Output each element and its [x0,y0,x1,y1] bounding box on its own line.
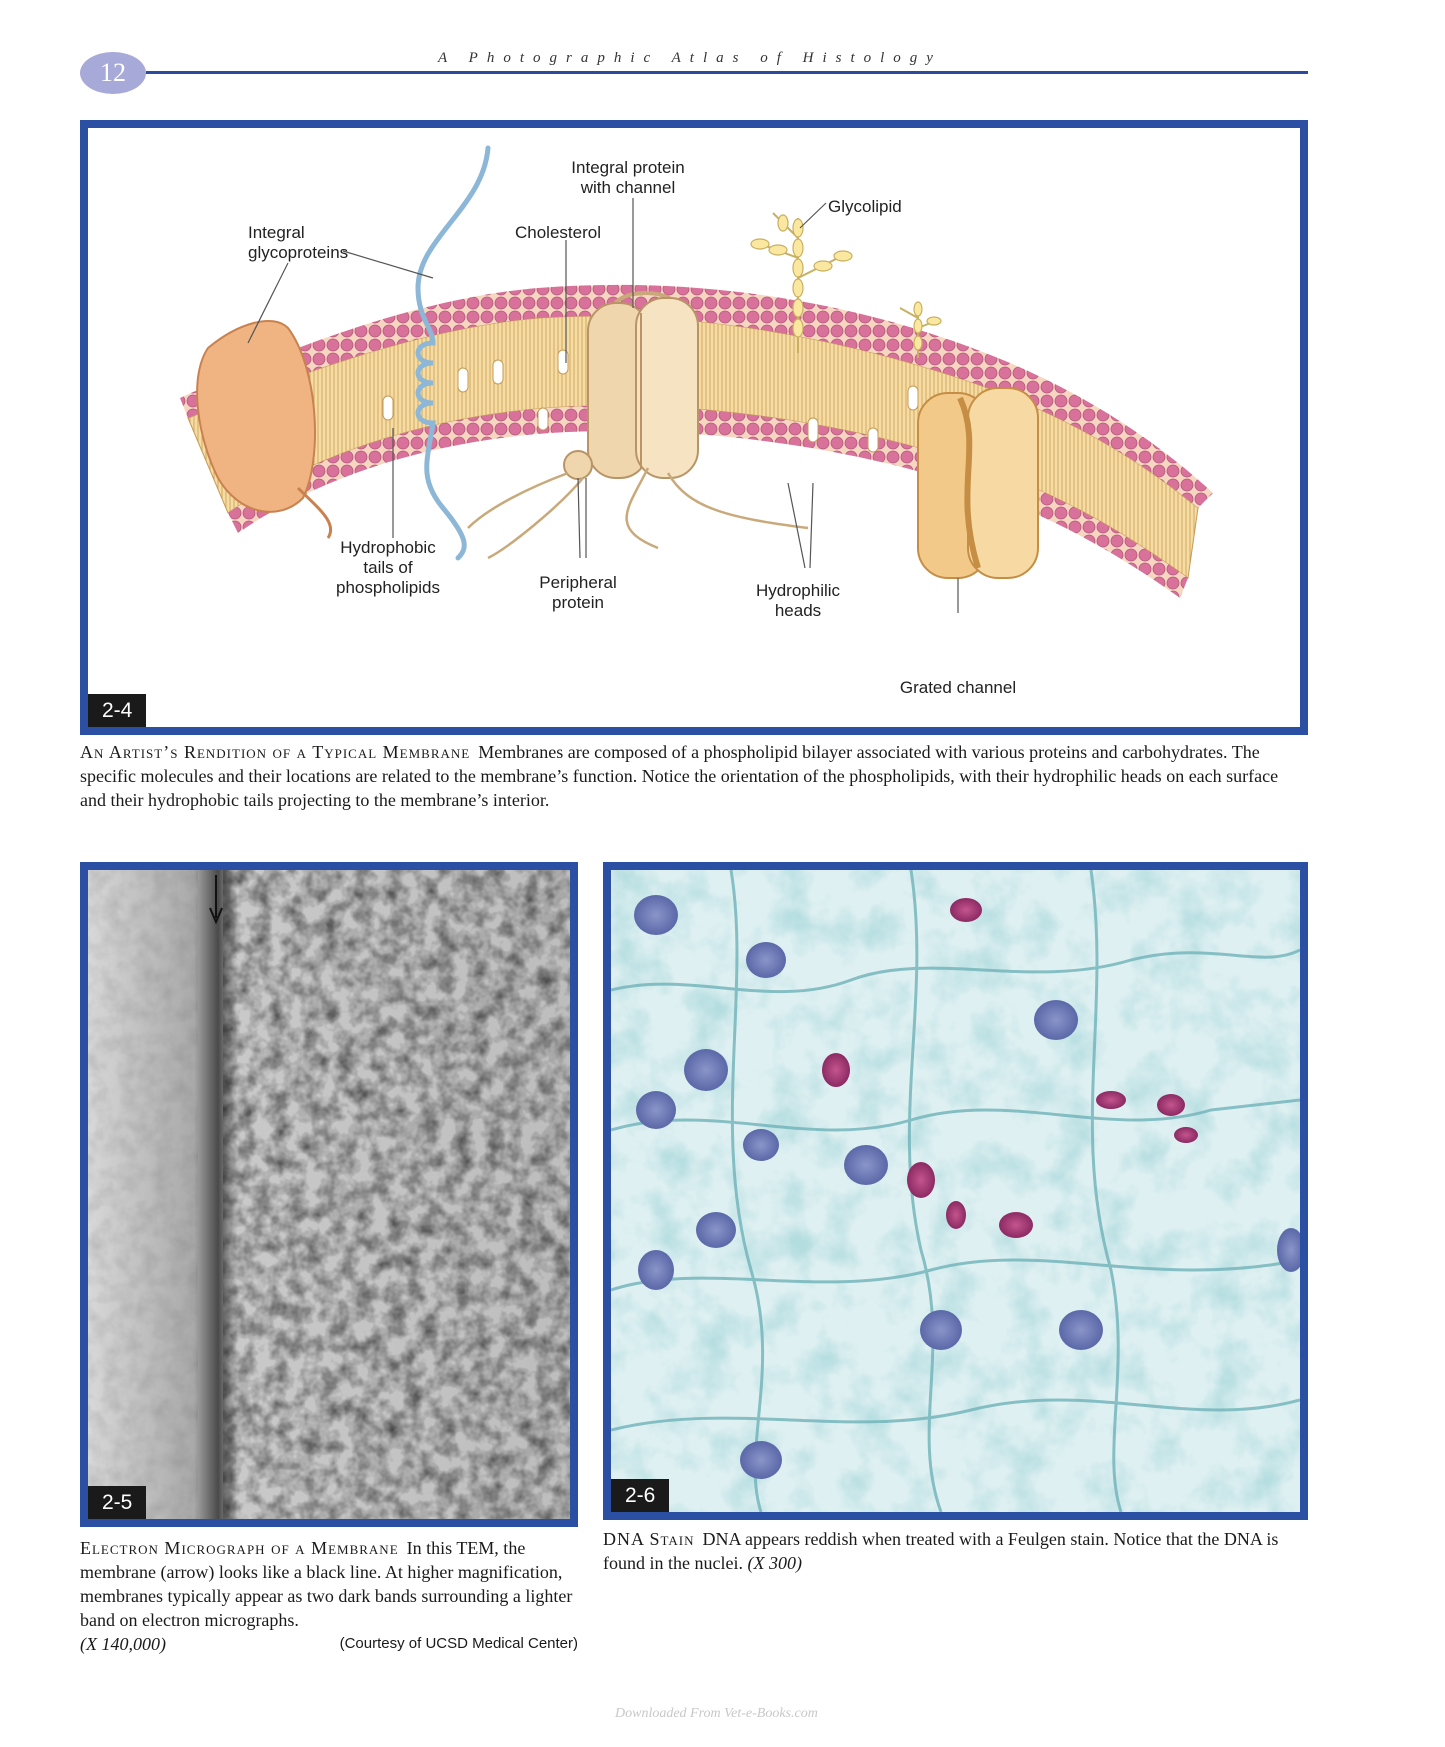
electron-micrograph [88,870,570,1519]
caption-title-2-4: An Artist’s Rendition of a Typical Membr… [80,742,471,762]
dna-stain-micrograph [611,870,1300,1512]
label-integral-protein-channel-2: with channel [580,178,676,197]
credit-2-5: (Courtesy of UCSD Medical Center) [339,1635,578,1652]
caption-2-4: An Artist’s Rendition of a Typical Membr… [80,740,1308,812]
caption-text-2-6: DNA appears reddish when treated with a … [603,1529,1279,1573]
header-rule [146,71,1308,74]
label-peripheral-2: protein [552,593,604,612]
glycolipid-chain [750,212,942,358]
cholesterol-molecules [382,349,919,453]
blue-nuclei [634,895,1300,1479]
label-hydrophobic-3: phospholipids [336,578,440,597]
gated-channel [917,387,1039,579]
caption-text-2-5: In this TEM, the membrane (arrow) looks … [80,1538,573,1630]
label-peripheral-1: Peripheral [539,573,617,592]
magnification-2-5: (X 140,000) [80,1634,166,1654]
leader-lines [247,198,959,613]
red-nuclei [822,898,1198,1238]
helical-protein [415,145,491,561]
figure-number-2-4: 2-4 [88,694,147,727]
figure-2-5: 2-5 [80,862,578,1527]
label-grated-channel: Grated channel [900,678,1016,697]
figure-number-2-5: 2-5 [88,1486,147,1519]
integral-glycoprotein [196,319,316,513]
label-integral-glycoproteins-2: glycoproteins [248,243,348,262]
membrane-arrow [209,875,223,925]
label-hydrophobic-2: tails of [363,558,412,577]
cell-borders [611,870,1300,1512]
page-number: 12 [80,52,146,94]
magnification-2-6: (X 300) [747,1553,802,1573]
label-hydrophobic-1: Hydrophobic [340,538,436,557]
figure-2-4: Integral glycoproteins Integral protein … [80,120,1308,735]
integral-protein-with-channel [587,291,699,479]
membrane-illustration: Integral glycoproteins Integral protein … [180,145,1213,697]
figure-number-2-6: 2-6 [611,1479,670,1512]
label-hydrophilic-2: heads [775,601,821,620]
figure-2-6: 2-6 [603,862,1308,1520]
label-integral-protein-channel-1: Integral protein [571,158,684,177]
label-glycolipid: Glycolipid [828,197,902,216]
label-hydrophilic-1: Hydrophilic [756,581,841,600]
running-head: A Photographic Atlas of Histology [438,50,942,66]
caption-title-2-5: Electron Micrograph of a Membrane [80,1538,399,1558]
caption-text-2-4: Membranes are composed of a phospholipid… [80,742,1279,810]
label-cholesterol: Cholesterol [515,223,601,242]
watermark: Downloaded From Vet-e-Books.com [615,1706,818,1721]
caption-title-2-6: DNA Stain [603,1529,695,1549]
label-integral-glycoproteins-1: Integral [248,223,305,242]
